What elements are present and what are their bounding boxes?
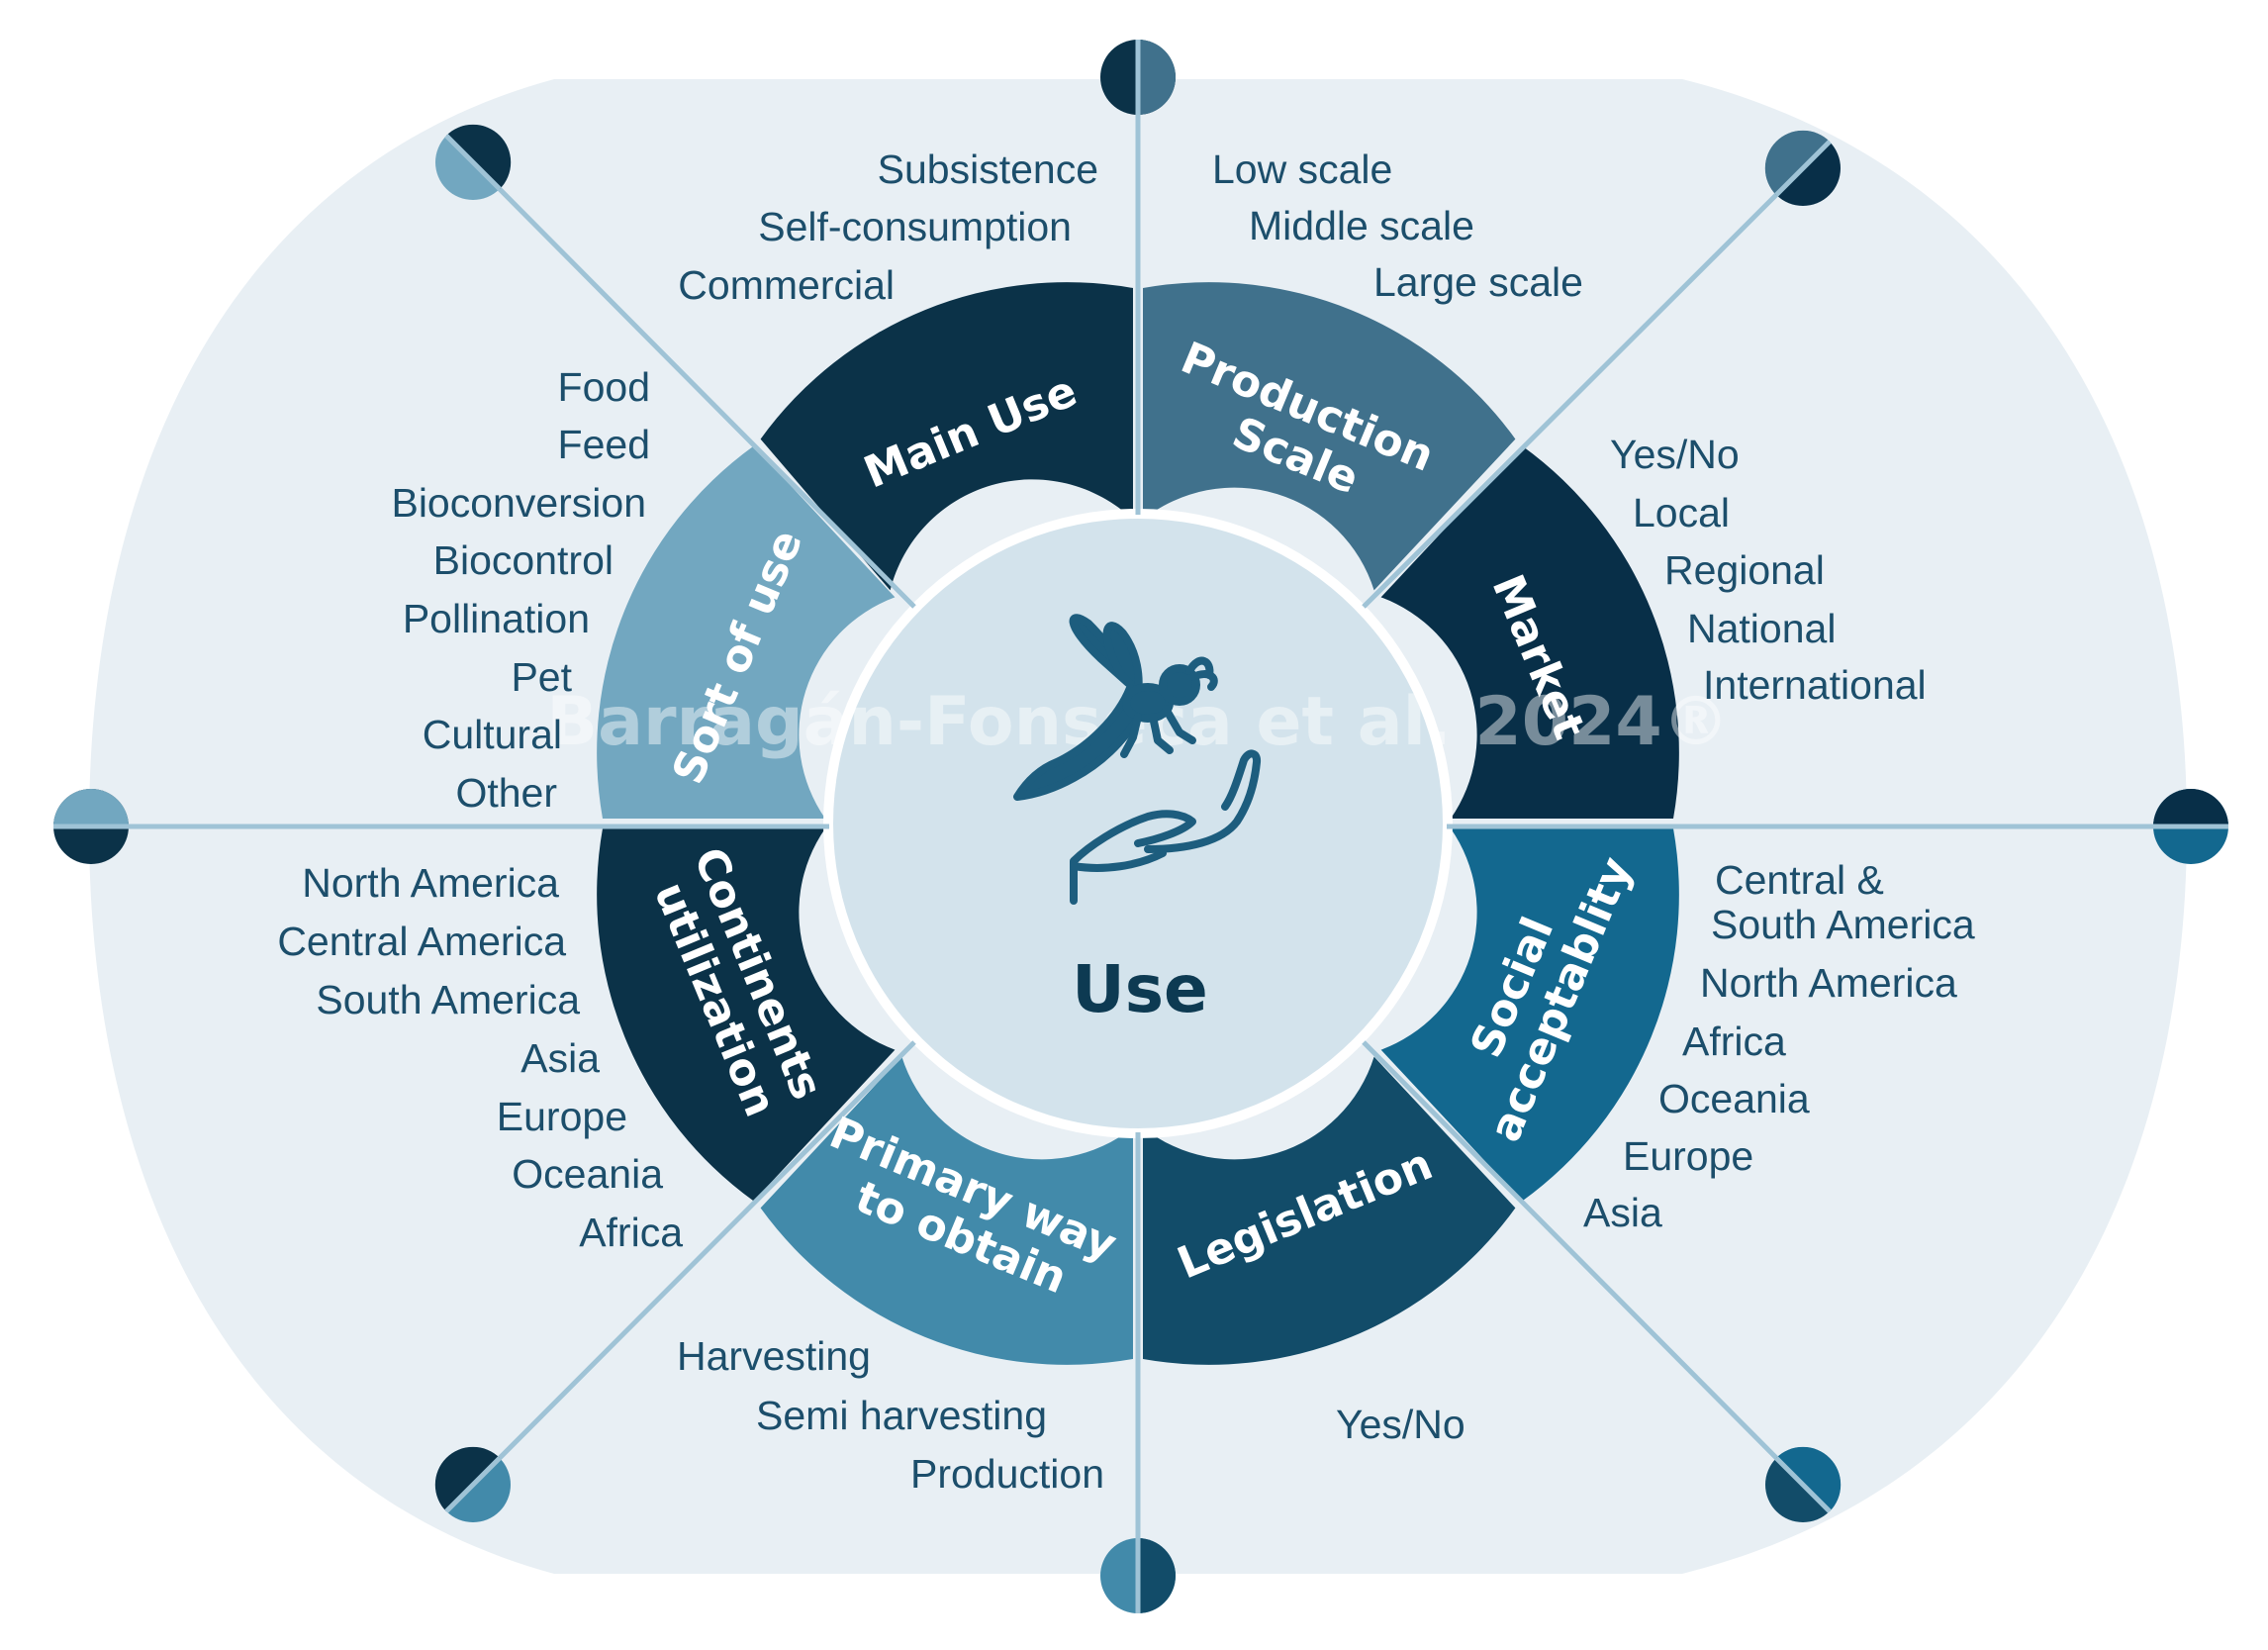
option-item: Middle scale	[1249, 203, 1474, 248]
option-item: Food	[558, 364, 650, 410]
options-main-use: Subsistence Self-consumption Commercial	[678, 146, 1098, 308]
option-item: Asia	[1583, 1190, 1662, 1235]
dot-bottom-left	[434, 1446, 511, 1522]
dot-right	[2153, 789, 2228, 864]
option-item: Bioconversion	[391, 480, 646, 526]
option-item: North America	[1700, 960, 1957, 1006]
options-market: Yes/No Local Regional National Internati…	[1610, 432, 1927, 708]
segment-main-use	[760, 282, 1133, 591]
option-item: Regional	[1664, 547, 1825, 593]
option-item: Harvesting	[677, 1333, 871, 1379]
options-production-scale: Low scale Middle scale Large scale	[1212, 146, 1583, 305]
option-item: Self-consumption	[758, 204, 1072, 249]
option-item: Europe	[497, 1094, 627, 1139]
option-item: Europe	[1623, 1133, 1753, 1179]
option-item: Yes/No	[1610, 432, 1740, 477]
segment-market	[1380, 445, 1679, 819]
segment-legislation	[1143, 1056, 1516, 1365]
option-item: Cultural	[423, 712, 562, 757]
option-item: International	[1703, 662, 1927, 708]
option-item: Large scale	[1373, 259, 1583, 305]
option-item: Low scale	[1212, 146, 1392, 192]
center-title: Use	[1072, 951, 1208, 1027]
dot-bottom-right	[1765, 1446, 1842, 1522]
option-item: Subsistence	[878, 146, 1098, 192]
option-item: Biocontrol	[433, 537, 614, 583]
segment-continents	[597, 828, 896, 1202]
option-item: Feed	[558, 422, 650, 467]
endpoint-dots	[53, 40, 2228, 1613]
bee-over-hand-icon	[1013, 614, 1262, 905]
option-item: Semi harvesting	[756, 1393, 1047, 1438]
divider-lines	[89, 71, 2191, 1576]
option-item: Production	[910, 1451, 1104, 1497]
options-legislation: Yes/No	[1336, 1402, 1465, 1447]
options-sort-of-use: Food Feed Bioconversion Biocontrol Polli…	[391, 364, 650, 816]
option-item: Central America	[277, 919, 566, 964]
option-item: Africa	[1682, 1019, 1786, 1064]
dot-left	[53, 789, 129, 864]
option-item: Other	[455, 770, 557, 816]
option-item: South America	[316, 977, 580, 1022]
option-item: Commercial	[678, 262, 895, 308]
dot-top-right	[1764, 130, 1841, 206]
options-social-acceptability: Central & South America North America Af…	[1583, 857, 1975, 1235]
option-item: Asia	[520, 1035, 600, 1081]
option-item: North America	[302, 860, 559, 906]
option-item: South America	[1711, 902, 1975, 947]
option-item: Yes/No	[1336, 1402, 1465, 1447]
dot-top-left	[435, 124, 512, 200]
option-item: Pollination	[403, 596, 590, 641]
options-continents: North America Central America South Amer…	[277, 860, 683, 1255]
option-item: Pet	[511, 654, 572, 700]
dot-bottom	[1100, 1538, 1176, 1613]
option-item: National	[1687, 606, 1836, 651]
option-item: Oceania	[1658, 1076, 1810, 1121]
dot-top	[1100, 40, 1176, 115]
option-item: Local	[1633, 490, 1730, 535]
segment-primary-way	[760, 1056, 1133, 1365]
option-item: Africa	[579, 1210, 683, 1255]
options-primary-way: Harvesting Semi harvesting Production	[677, 1333, 1104, 1497]
segment-production-scale	[1143, 282, 1516, 591]
segment-social-acceptability	[1380, 828, 1679, 1202]
option-item: Oceania	[512, 1151, 663, 1197]
segment-sort-of-use	[597, 445, 896, 819]
option-item: Central &	[1715, 857, 1884, 903]
